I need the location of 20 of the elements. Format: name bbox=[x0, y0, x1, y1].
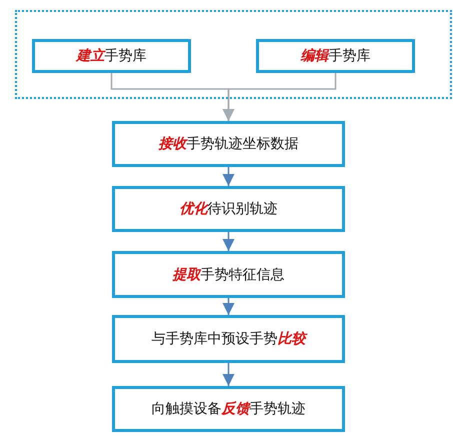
step-text: 向触摸设备反馈手势轨迹 bbox=[152, 400, 306, 418]
process-box bbox=[112, 386, 345, 432]
step-text: 接收手势轨迹坐标数据 bbox=[158, 135, 298, 153]
process-box bbox=[112, 121, 345, 167]
step-text: 编辑手势库 bbox=[300, 47, 370, 65]
process-box bbox=[112, 315, 345, 363]
arrow bbox=[222, 73, 336, 121]
process-box bbox=[112, 186, 345, 232]
dotted-frame bbox=[15, 10, 452, 99]
arrow bbox=[222, 298, 234, 315]
step-text: 建立手势库 bbox=[76, 47, 146, 65]
process-box bbox=[112, 251, 345, 298]
step-text: 与手势库中预设手势比较 bbox=[152, 330, 306, 348]
arrow bbox=[222, 167, 234, 186]
step-text: 优化待识别轨迹 bbox=[180, 200, 278, 218]
arrow bbox=[222, 232, 234, 251]
step-text: 提取手势特征信息 bbox=[172, 266, 284, 284]
process-box bbox=[256, 39, 415, 73]
arrow bbox=[222, 363, 234, 386]
process-box bbox=[32, 39, 191, 73]
